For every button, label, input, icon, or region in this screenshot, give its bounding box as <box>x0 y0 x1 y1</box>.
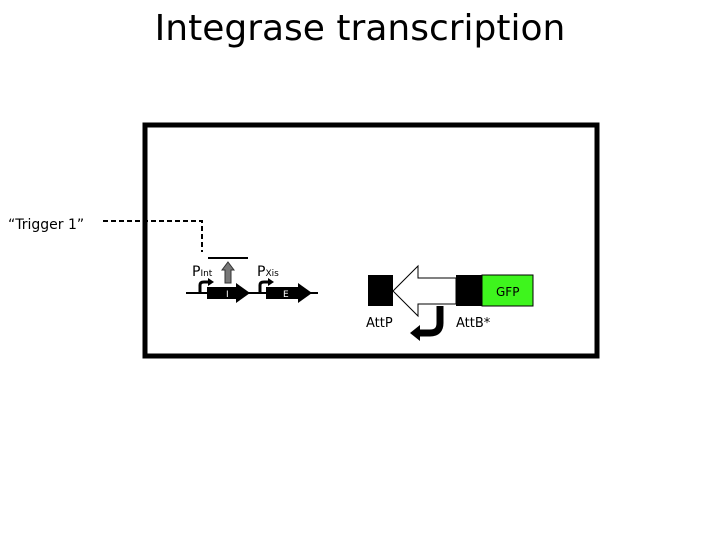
promoter-int-label: PInt <box>192 264 213 280</box>
gfp-label: GFP <box>496 285 519 299</box>
slide-title: Integrase transcription <box>154 8 566 49</box>
inverted-promoter-arrow <box>392 264 457 318</box>
attp-site <box>368 275 393 306</box>
gfp-gene <box>481 274 534 307</box>
gene-i-label: I <box>226 290 229 300</box>
gray-up-arrow-icon <box>221 261 235 284</box>
gene-e-label: E <box>283 290 289 300</box>
promoter-int-icon <box>198 280 209 293</box>
curved-arrowhead <box>410 325 420 341</box>
gene-i-arrow <box>207 283 250 303</box>
attb-site <box>456 275 482 306</box>
promoter-xis-icon <box>258 280 269 293</box>
attb-label: AttB* <box>456 316 491 331</box>
cell-boundary <box>142 122 600 359</box>
promoter-int-arrowhead <box>208 278 214 286</box>
trigger-label: “Trigger 1” <box>8 217 84 233</box>
promoter-xis-arrowhead <box>268 278 274 286</box>
trigger-dashed-line <box>103 220 203 252</box>
promoter-xis-label: PXis <box>257 264 279 280</box>
gene-e-arrow <box>266 283 312 303</box>
attp-label: AttP <box>366 316 393 331</box>
curved-transcription-arrow <box>420 306 444 337</box>
